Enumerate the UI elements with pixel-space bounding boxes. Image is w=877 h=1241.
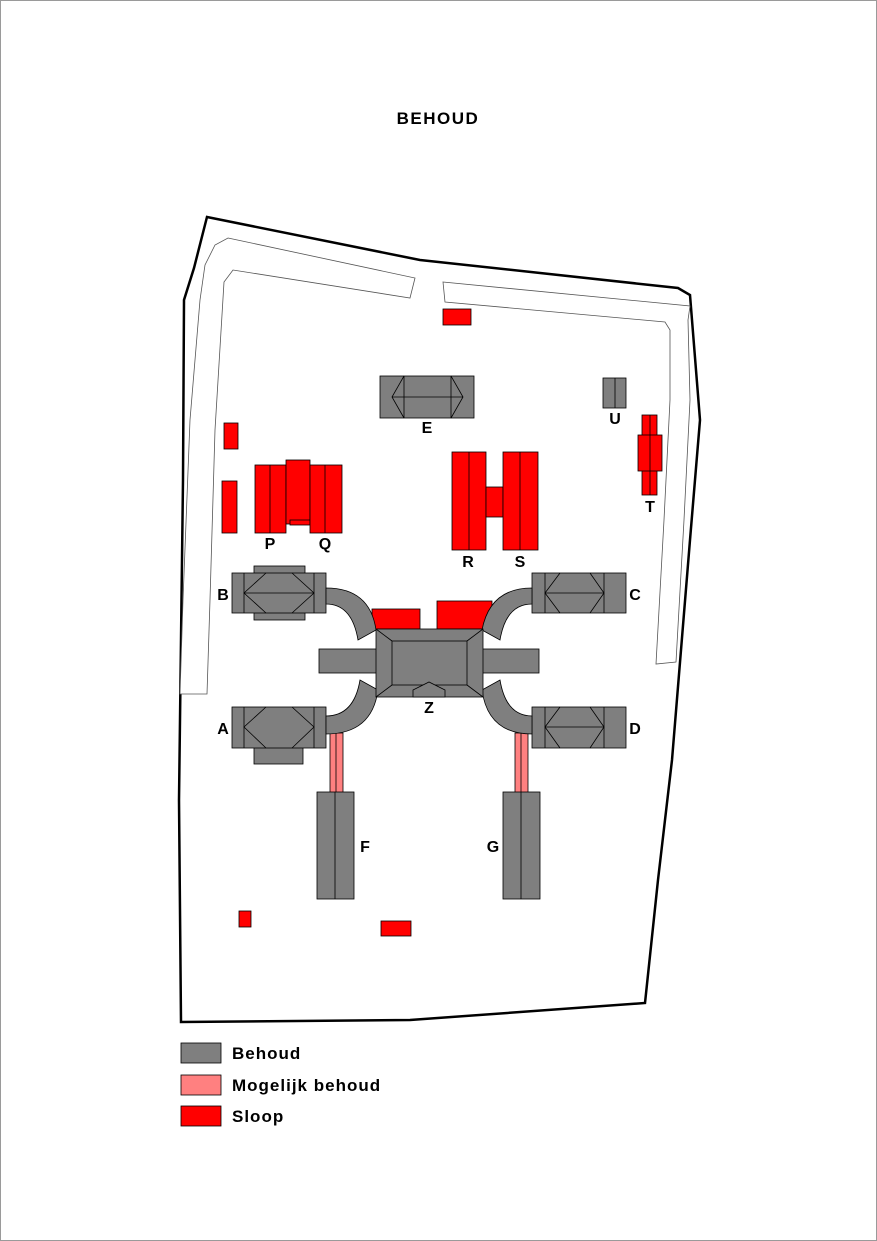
building-f	[316, 791, 355, 900]
corridor-c-z	[481, 587, 533, 641]
label-f: F	[360, 839, 370, 856]
building-u	[602, 377, 627, 409]
building-b	[231, 565, 327, 621]
label-p: P	[265, 536, 276, 553]
label-s: S	[515, 554, 526, 571]
legend-label-behoud: Behoud	[232, 1044, 301, 1063]
building-d	[531, 706, 627, 749]
connector-af	[329, 732, 344, 794]
legend-swatch-sloop	[180, 1105, 222, 1127]
label-g: G	[487, 839, 499, 856]
legend-label-sloop: Sloop	[232, 1107, 284, 1126]
label-d: D	[629, 721, 641, 738]
building-e	[379, 375, 475, 419]
corridor-b-z	[325, 587, 377, 641]
label-a: A	[217, 721, 229, 738]
label-q: Q	[319, 536, 331, 553]
label-e: E	[422, 420, 433, 437]
road-west	[179, 237, 416, 695]
building-z	[318, 628, 540, 698]
building-small-south	[380, 920, 412, 937]
building-small-west-2	[221, 480, 238, 534]
legend-label-mogelijk-behoud: Mogelijk behoud	[232, 1076, 381, 1095]
sloop-buildings	[221, 308, 663, 937]
label-r: R	[462, 554, 474, 571]
building-a	[231, 706, 327, 765]
building-small-west-1	[223, 422, 239, 450]
building-pq	[254, 459, 343, 534]
mogelijk-behoud-buildings	[329, 732, 529, 794]
label-t: T	[645, 499, 655, 516]
building-small-south-west	[238, 910, 252, 928]
building-z-north-west	[371, 608, 421, 630]
building-small-north	[442, 308, 472, 326]
legend-swatch-behoud	[180, 1042, 222, 1064]
label-z: Z	[424, 700, 434, 717]
building-c	[531, 572, 627, 614]
building-t	[637, 414, 663, 496]
behoud-buildings	[231, 375, 627, 900]
building-rs	[451, 451, 539, 551]
building-labels: E U T P Q R S B C A D Z F G	[217, 411, 655, 856]
label-c: C	[629, 587, 641, 604]
building-z-north-east	[436, 600, 493, 630]
label-b: B	[217, 587, 229, 604]
road-east	[442, 281, 691, 665]
label-u: U	[609, 411, 621, 428]
legend-swatch-mogelijk-behoud	[180, 1074, 222, 1096]
legend: Behoud Mogelijk behoud Sloop	[180, 1042, 381, 1127]
map-title: BEHOUD	[397, 109, 480, 128]
building-g	[502, 791, 541, 900]
connector-dg	[514, 732, 529, 794]
